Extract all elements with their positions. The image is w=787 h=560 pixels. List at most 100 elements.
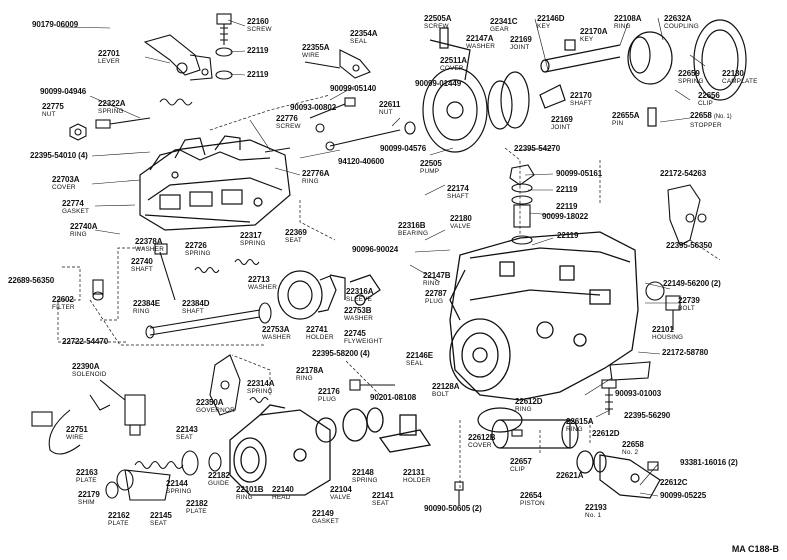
part-label: 22119 <box>247 70 269 79</box>
part-label: 22172-58780 <box>662 348 709 357</box>
washers-22119 <box>215 47 233 80</box>
part-label: 22119 <box>556 185 578 194</box>
part-label: 90090-50605 (2) <box>424 504 482 513</box>
part-label: 90099-04946 <box>40 87 87 96</box>
drive-shaft <box>539 19 747 127</box>
spring-22322A <box>95 98 193 129</box>
part-label: 90096-90024 <box>352 245 399 254</box>
part-label: 90093-01003 <box>615 389 662 398</box>
part-label: 22689-56350 <box>8 276 55 285</box>
bolt-93381 <box>647 461 659 471</box>
part-label: 22172-54263 <box>660 169 707 178</box>
bolt-90201-08108 <box>349 379 395 391</box>
part-label: 90099-05225 <box>660 491 707 500</box>
screws-center <box>264 97 416 153</box>
part-label: 22621A <box>556 471 584 480</box>
part-label: 22395-54010 (4) <box>30 151 88 160</box>
flyweight-holder <box>277 270 381 320</box>
part-label: 22119 <box>556 202 578 211</box>
part-label: 90099-05161 <box>556 169 603 178</box>
injection-pump-housing <box>449 231 639 401</box>
distributor-head <box>229 404 432 496</box>
part-label: 94120-40600 <box>338 157 385 166</box>
wire-22355A <box>304 49 371 79</box>
governor-lever-22350A <box>209 354 269 416</box>
small-screws-bottom <box>454 481 464 505</box>
leader-solid <box>59 17 706 497</box>
part-label: 22395-56290 <box>624 411 671 420</box>
part-label: 22612C <box>660 478 688 487</box>
part-label: 22612D <box>592 429 620 438</box>
filter-22602 <box>92 279 104 301</box>
governor-cover <box>139 135 291 231</box>
part-label: 90201-08108 <box>370 393 417 402</box>
spring-22317 <box>234 258 260 266</box>
part-label: 22119 <box>247 46 269 55</box>
part-label: 90099-01449 <box>415 79 462 88</box>
figure-code: MA C188-B <box>731 544 779 554</box>
bracket-22172-58780 <box>609 361 651 381</box>
part-label: 22722-54470 <box>62 337 109 346</box>
part-label: 22395-56350 <box>666 241 713 250</box>
plunger-spring-22144 <box>105 450 222 501</box>
part-label: 90099-04576 <box>380 144 427 153</box>
top-screw <box>216 13 232 45</box>
part-label: 22395-58200 (4) <box>312 349 370 358</box>
part-label: 90099-05140 <box>330 84 377 93</box>
bolt-22739 <box>645 281 681 330</box>
delivery-valve-stack <box>509 164 535 245</box>
